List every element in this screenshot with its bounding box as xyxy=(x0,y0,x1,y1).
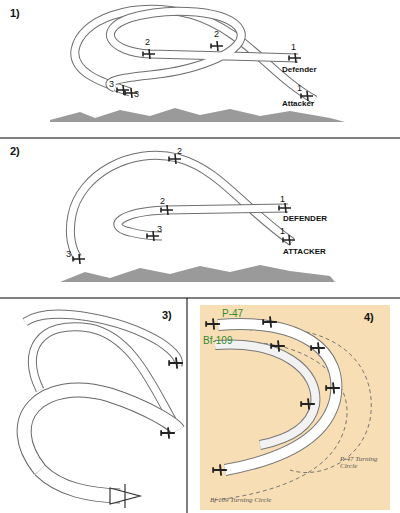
callout-number: 3 xyxy=(66,250,78,259)
callout-number: 2 xyxy=(160,197,172,206)
callout-number: 2 xyxy=(145,38,157,47)
callout-number: 3 xyxy=(157,225,169,234)
callout-number: 3 xyxy=(109,80,121,89)
aircraft-label: P-47 xyxy=(222,309,262,320)
callout-number: 1 xyxy=(280,195,292,204)
separator xyxy=(0,138,400,139)
callout-number: 1 xyxy=(280,227,292,236)
panel-number: 4) xyxy=(364,312,384,324)
aircraft-label: Attacker xyxy=(282,100,342,108)
separator xyxy=(187,298,188,513)
callout-number: 2 xyxy=(214,30,226,39)
callout-number: 3 xyxy=(134,90,146,99)
separator xyxy=(0,298,400,299)
circle-label: P-47 Turning Circle xyxy=(340,456,380,471)
maneuver-panel-3 xyxy=(24,314,183,508)
maneuver-panel-4 xyxy=(200,305,390,510)
callout-number: 1 xyxy=(291,43,303,52)
circle-label: Bf 109 Turning Circle xyxy=(210,497,310,504)
panel-number: 3) xyxy=(162,310,182,322)
callout-number: 2 xyxy=(177,147,189,156)
panel-number: 1) xyxy=(10,8,30,20)
callout-number: 1 xyxy=(297,84,309,93)
panel-number: 2) xyxy=(10,146,30,158)
aircraft-label: Defender xyxy=(282,66,342,74)
aircraft-label: DEFENDER xyxy=(283,215,353,223)
aircraft-label: Bf-109 xyxy=(203,336,253,347)
aircraft-label: ATTACKER xyxy=(283,248,353,256)
maneuver-panel-1 xyxy=(50,9,345,122)
